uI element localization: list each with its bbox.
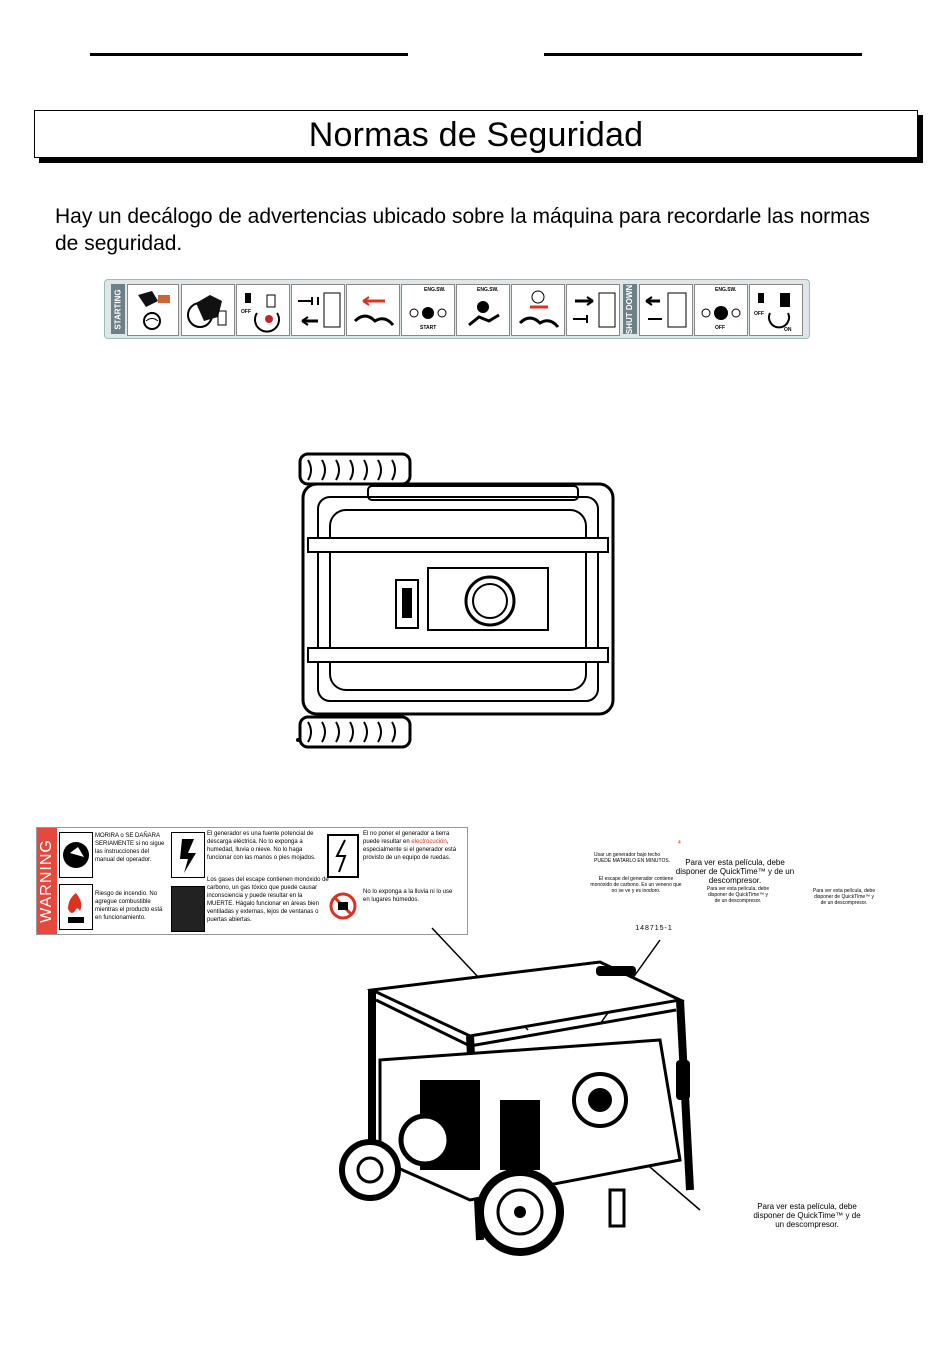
decal-panel-eng-switch-off: ENG.SW. OFF	[694, 284, 748, 336]
start-label: START	[420, 325, 437, 331]
decal-panel-fuel-off: OFF ON	[749, 284, 803, 336]
co-warning-line-1: Usar un generador bajo techo PUEDE MATAR…	[594, 852, 671, 864]
co-warning-line-2: El escape del generador contiene monóxid…	[590, 876, 682, 894]
quicktime-placeholder-main: Para ver esta película, debe disponer de…	[675, 858, 795, 885]
warning-text-1: MORIRA o SE DAÑARA SERIAMENTE si no sigu…	[95, 833, 165, 863]
decal-panel-connect	[566, 284, 620, 336]
off-label-3: OFF	[754, 311, 764, 317]
decal-panel-fuel	[127, 284, 179, 336]
decal-panel-choke	[346, 284, 400, 336]
high-voltage-icon	[327, 834, 359, 878]
no-rain-icon	[329, 886, 357, 926]
title-box: Normas de Seguridad	[34, 110, 918, 158]
exhaust-gas-icon	[171, 886, 205, 932]
decal-panel-disconnect	[291, 284, 345, 336]
fire-icon	[59, 884, 93, 930]
warning-text-5: El no poner el generador a tierra puede …	[363, 831, 457, 861]
page-title: Normas de Seguridad	[308, 116, 644, 154]
decal-panel-oil	[181, 284, 235, 336]
quicktime-placeholder-bottom: Para ver esta película, debe disponer de…	[753, 1202, 861, 1229]
header-rule-right	[544, 53, 862, 56]
eng-sw-label-2: ENG.SW.	[477, 287, 499, 293]
decal-panel-eng-switch-start: ENG.SW. START	[401, 284, 455, 336]
shutdown-tag: SHUT DOWN	[623, 284, 637, 334]
warning-text-4: Los gases del escape contienen monóxido …	[207, 877, 329, 923]
warning-text-2: Riesgo de incendio. No agregue combustib…	[95, 891, 163, 921]
warning-text-6: No lo exponga a la lluvia ni lo use en l…	[363, 889, 453, 903]
quicktime-placeholder-small-1: Para ver esta película, debe disponer de…	[706, 886, 770, 904]
starting-tag: STARTING	[111, 284, 125, 334]
off-label-2: OFF	[715, 325, 725, 331]
label-marker: 4	[678, 840, 681, 846]
warning-title: WARNING	[37, 828, 57, 934]
decal-panel-unplug	[639, 284, 693, 336]
part-number: 148715-1	[635, 925, 673, 932]
intro-paragraph: Hay un decálogo de advertencias ubicado …	[55, 205, 870, 255]
decal-strip: STARTING OFF ENG.SW. START ENG.SW. SHUT …	[104, 279, 810, 339]
decal-panel-recoil: ENG.SW.	[456, 284, 510, 336]
warning-label: WARNING MORIRA o SE DAÑARA SERIAMENTE si…	[36, 827, 468, 935]
off-label: OFF	[241, 309, 251, 315]
warning-text-3: El generador es una fuente potencial de …	[207, 831, 316, 861]
decal-panel-warmup	[511, 284, 565, 336]
header-rule-left	[90, 53, 408, 56]
quicktime-placeholder-small-2: Para ver esta película, debe disponer de…	[812, 888, 876, 906]
decal-panel-fuel-valve: OFF	[236, 284, 290, 336]
electric-shock-icon	[171, 832, 205, 878]
on-label: ON	[784, 327, 792, 333]
eng-sw-label-3: ENG.SW.	[715, 287, 737, 293]
eng-sw-label: ENG.SW.	[424, 287, 446, 293]
operator-manual-icon	[59, 832, 93, 878]
